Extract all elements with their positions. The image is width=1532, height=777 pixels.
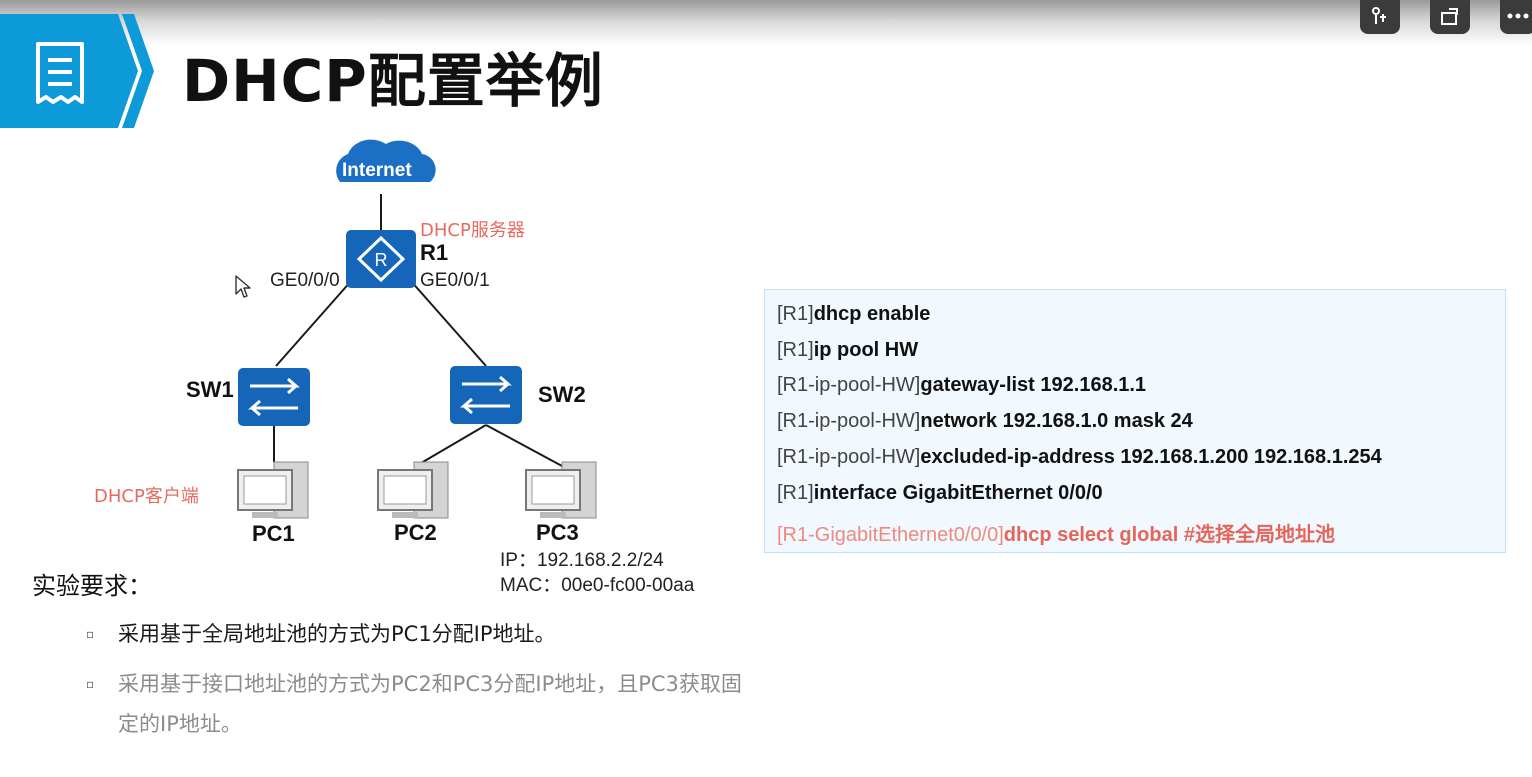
square-bullet-icon: ▫: [86, 627, 95, 641]
cli-command: excluded-ip-address 192.168.1.200 192.16…: [920, 446, 1382, 468]
requirement-item: ▫ 采用基于接口地址池的方式为PC2和PC3分配IP地址，且PC3获取固定的IP…: [86, 664, 746, 744]
cli-prompt: [R1-ip-pool-HW]: [777, 410, 921, 432]
pc2-label: PC2: [394, 520, 437, 545]
router-icon: R: [346, 230, 416, 288]
cli-command: dhcp enable: [813, 303, 931, 325]
cli-command: interface GigabitEthernet 0/0/0: [813, 482, 1103, 504]
pc3-mac-label: MAC：00e0-fc00-00aa: [500, 575, 695, 596]
cli-prompt: [R1-ip-pool-HW]: [777, 446, 921, 468]
router-port-left-label: GE0/0/0: [270, 270, 340, 291]
square-bullet-icon: ▫: [86, 677, 95, 691]
cli-prompt: [R1]: [777, 482, 814, 504]
router-port-right-label: GE0/0/1: [420, 270, 490, 291]
pc1-label: PC1: [252, 521, 295, 546]
cli-command: dhcp select global #选择全局地址池: [1003, 524, 1335, 546]
dhcp-client-label: DHCP客户端: [94, 486, 199, 507]
internet-cloud-icon: [336, 139, 436, 182]
config-command-box: [R1]dhcp enable [R1]ip pool HW [R1-ip-po…: [764, 289, 1506, 553]
switch-icon: [450, 366, 522, 424]
rotate-screen-button[interactable]: [1430, 0, 1470, 34]
requirement-text: 采用基于接口地址池的方式为PC2和PC3分配IP地址，且PC3获取固定的IP地址…: [118, 672, 742, 736]
touch-gesture-icon: [1372, 7, 1386, 24]
requirements-heading: 实验要求：: [32, 572, 152, 600]
svg-text:R: R: [375, 250, 388, 270]
config-line: [R1]interface GigabitEthernet 0/0/0: [777, 482, 1103, 505]
config-line: [R1-ip-pool-HW]gateway-list 192.168.1.1: [777, 374, 1146, 397]
cli-prompt: [R1-ip-pool-HW]: [777, 374, 921, 396]
cli-prompt: [R1]: [777, 339, 814, 361]
network-topology-diagram: R: [0, 130, 760, 600]
requirement-text: 采用基于全局地址池的方式为PC1分配IP地址。: [118, 622, 556, 646]
more-options-button[interactable]: [1500, 0, 1532, 34]
more-icon: [1507, 13, 1529, 19]
cli-command: gateway-list 192.168.1.1: [920, 374, 1147, 396]
window-top-shade: [0, 0, 1532, 46]
config-line: [R1]dhcp enable: [777, 303, 930, 326]
cli-command: network 192.168.1.0 mask 24: [920, 410, 1193, 432]
pc3-label: PC3: [536, 520, 579, 545]
pc-icon: [525, 461, 597, 519]
router-name-label: R1: [420, 240, 449, 265]
switch2-label: SW2: [538, 382, 586, 407]
title-banner: [0, 14, 160, 128]
cli-command: ip pool HW: [813, 339, 919, 361]
pc-icon: [237, 461, 309, 519]
page-title: DHCP配置举例: [182, 47, 604, 115]
document-icon: [36, 42, 84, 104]
switch-icon: [238, 368, 310, 426]
pc3-ip-label: IP：192.168.2.2/24: [500, 550, 664, 571]
mouse-pointer-icon: [234, 274, 252, 304]
internet-label: Internet: [342, 160, 412, 181]
rotate-screen-icon: [1441, 8, 1458, 25]
pc-icon: [377, 461, 449, 519]
cli-prompt: [R1-GigabitEthernet0/0/0]: [777, 524, 1004, 546]
config-line-highlighted: [R1-GigabitEthernet0/0/0]dhcp select glo…: [777, 518, 1335, 547]
config-line: [R1-ip-pool-HW]network 192.168.1.0 mask …: [777, 410, 1193, 433]
cli-prompt: [R1]: [777, 303, 814, 325]
config-line: [R1-ip-pool-HW]excluded-ip-address 192.1…: [777, 446, 1382, 469]
dhcp-server-label: DHCP服务器: [420, 220, 525, 241]
requirement-item: ▫ 采用基于全局地址池的方式为PC1分配IP地址。: [86, 614, 746, 654]
switch1-label: SW1: [186, 377, 234, 402]
touch-gesture-button[interactable]: [1360, 0, 1400, 34]
config-line: [R1]ip pool HW: [777, 339, 918, 362]
